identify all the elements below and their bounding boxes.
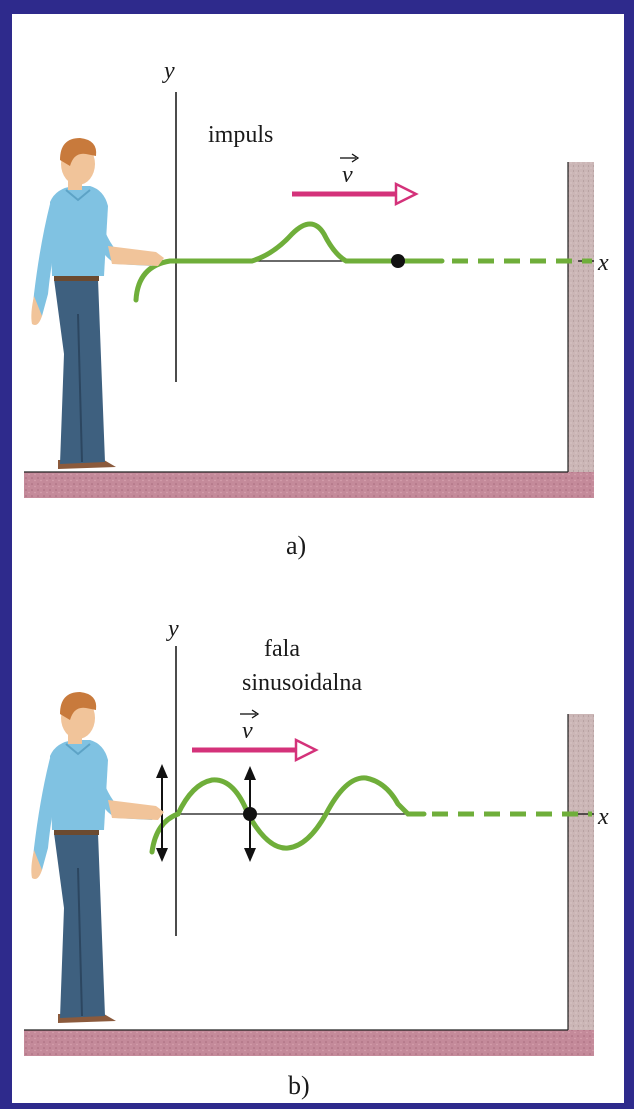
panel-title-a: impuls	[208, 122, 273, 148]
velocity-arrow-a	[292, 181, 419, 207]
caption-a: a)	[286, 531, 306, 560]
floor-a	[24, 472, 594, 498]
x-axis-label-b: x	[597, 804, 609, 830]
y-axis-label-b: y	[166, 616, 179, 642]
rope-sine-wave	[149, 775, 427, 855]
wall-a	[568, 162, 594, 492]
velocity-label-a: v	[342, 162, 353, 188]
person-holding-rope-icon	[30, 137, 166, 470]
x-axis-label-a: x	[597, 250, 609, 276]
wall-b	[568, 714, 594, 1030]
figure-canvas: y x v impuls a)	[12, 14, 624, 1103]
velocity-label-b: v	[242, 718, 253, 744]
panel-title-b-line2: sinusoidalna	[242, 670, 362, 696]
floor-b	[24, 1030, 594, 1056]
panel-title-b-line1: fala	[264, 636, 300, 662]
vector-arrow-icon	[340, 153, 360, 163]
velocity-arrow-b	[192, 737, 319, 763]
particle-dot-a	[391, 254, 405, 268]
panel-b: y x v fala sinusoida	[24, 616, 609, 1100]
person-holding-rope-icon	[30, 691, 166, 1024]
vector-arrow-icon	[240, 709, 260, 719]
y-axis-label-a: y	[162, 58, 175, 84]
wave-diagram: y x v impuls a)	[24, 58, 609, 1100]
particle-dot-b	[243, 807, 257, 821]
panel-a: y x v impuls a)	[24, 58, 609, 560]
caption-b: b)	[288, 1071, 310, 1100]
